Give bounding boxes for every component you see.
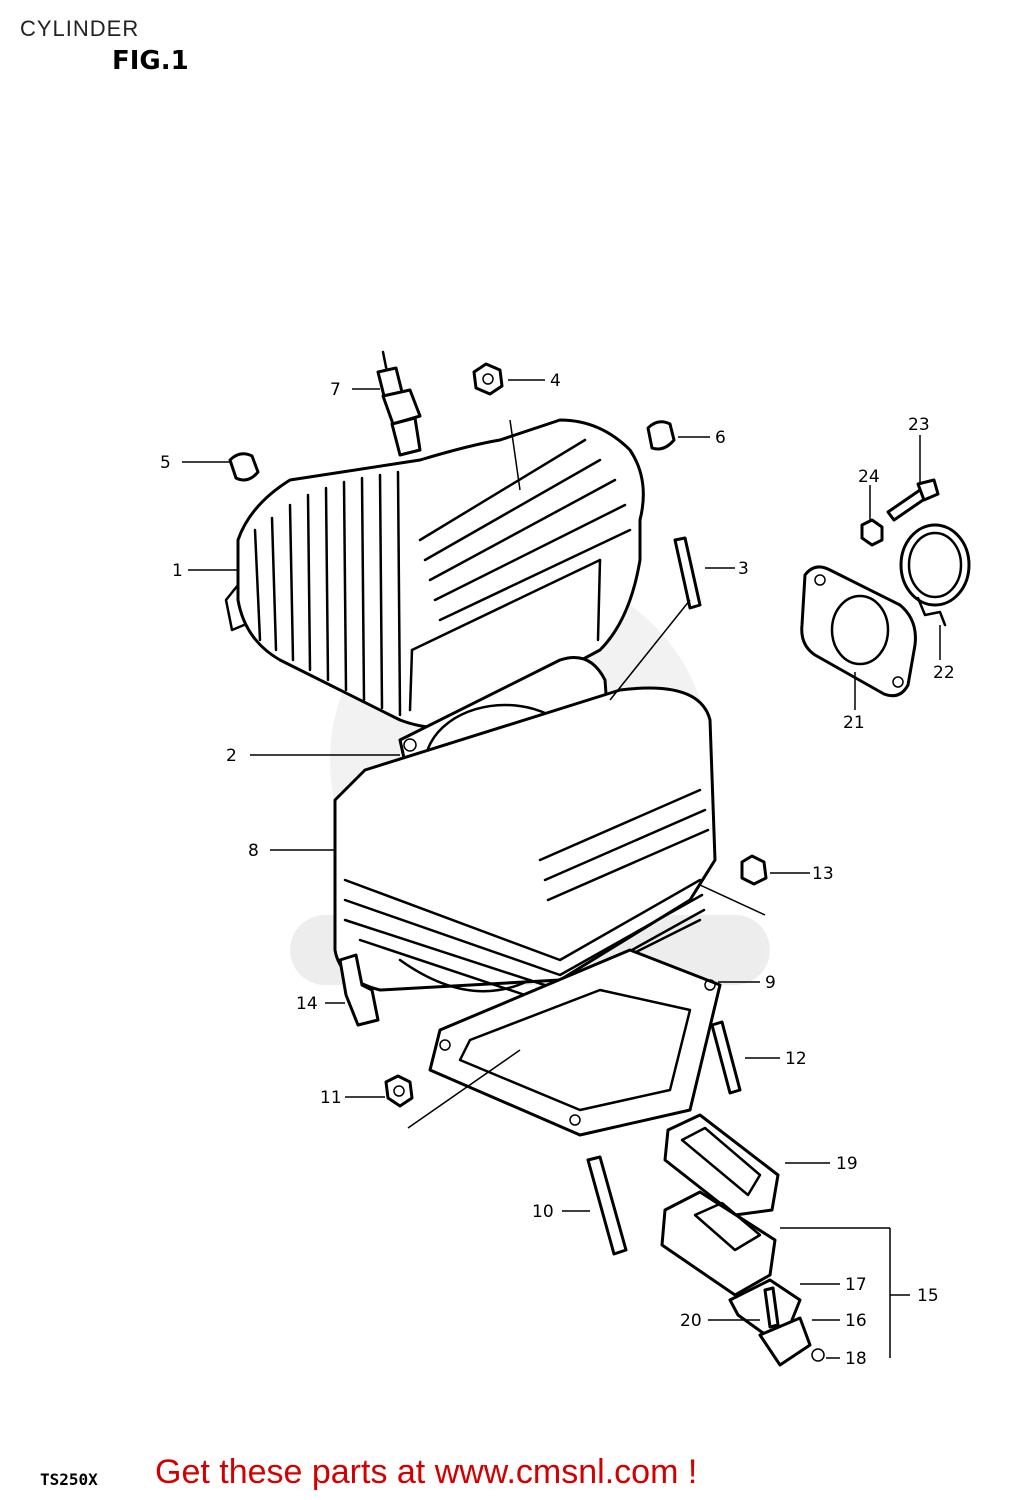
callout-1: 1 [172, 561, 183, 581]
figure-label: FIG.1 [112, 46, 189, 76]
callout-18: 18 [845, 1349, 867, 1369]
callout-19: 19 [836, 1154, 858, 1174]
promo-link[interactable]: Get these parts at www.cmsnl.com ! [155, 1453, 698, 1491]
callout-24: 24 [858, 467, 880, 487]
callout-12: 12 [785, 1049, 807, 1069]
nut-part-11[interactable] [384, 1074, 414, 1108]
callout-4: 4 [550, 371, 561, 391]
cap-part-6[interactable] [646, 420, 676, 451]
callout-15: 15 [917, 1286, 939, 1306]
reed-gasket-part[interactable] [663, 1113, 780, 1217]
nut-part-13[interactable] [740, 854, 768, 886]
callout-20: 20 [680, 1311, 702, 1331]
callout-13: 13 [812, 864, 834, 884]
leader-lines [182, 379, 941, 1359]
cylinder-block-part[interactable] [333, 686, 717, 1002]
callout-6: 6 [715, 428, 726, 448]
stud-part-12[interactable] [710, 1020, 742, 1095]
callout-8: 8 [248, 841, 259, 861]
base-gasket-part[interactable] [428, 948, 722, 1137]
callout-labels: 1 2 3 4 5 6 7 8 9 10 11 12 13 14 15 16 1… [160, 371, 955, 1369]
page-title: CYLINDER [20, 16, 140, 41]
callout-22: 22 [933, 663, 955, 683]
nut-part-24[interactable] [860, 518, 884, 547]
cylinder-head-part[interactable] [224, 418, 645, 729]
callout-7: 7 [330, 380, 341, 400]
stud-part-10[interactable] [586, 1155, 628, 1256]
stud-part-3[interactable] [673, 536, 702, 610]
reed-valve-part[interactable] [660, 1190, 825, 1367]
callout-23: 23 [908, 415, 930, 435]
callout-2: 2 [226, 746, 237, 766]
callout-9: 9 [765, 973, 776, 993]
callout-10: 10 [532, 1202, 554, 1222]
cap-part-5[interactable] [228, 452, 260, 482]
nut-part-4[interactable] [472, 362, 504, 396]
callout-17: 17 [845, 1275, 867, 1295]
callout-5: 5 [160, 453, 171, 473]
callout-16: 16 [845, 1311, 867, 1331]
callout-3: 3 [738, 559, 749, 579]
fitting-part-14[interactable] [338, 953, 380, 1027]
callout-14: 14 [296, 994, 318, 1014]
model-code: TS250X [40, 1470, 98, 1489]
intake-flange-part[interactable] [800, 565, 917, 698]
clamp-part[interactable] [899, 523, 971, 627]
screw-part[interactable] [886, 478, 940, 522]
callout-11: 11 [320, 1088, 342, 1108]
callout-21: 21 [843, 713, 865, 733]
spark-plug-part[interactable] [376, 350, 422, 457]
